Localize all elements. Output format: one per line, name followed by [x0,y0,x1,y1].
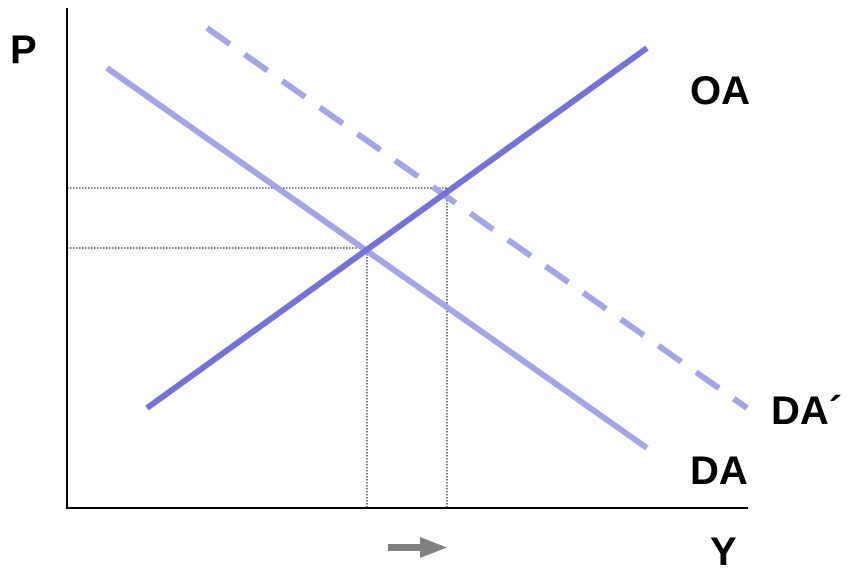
supply-curve [145,45,649,411]
supply-curve-label: OA [690,69,750,113]
demand-curve-shifted [205,25,749,411]
y-axis-label: P [10,28,37,72]
shift-right-arrow-icon [388,537,447,558]
demand-curve-label: DA [690,449,748,493]
demand-curve [105,65,649,451]
x-axis-label: Y [710,530,737,574]
demand-shifted-curve-label: DA´ [771,389,842,433]
